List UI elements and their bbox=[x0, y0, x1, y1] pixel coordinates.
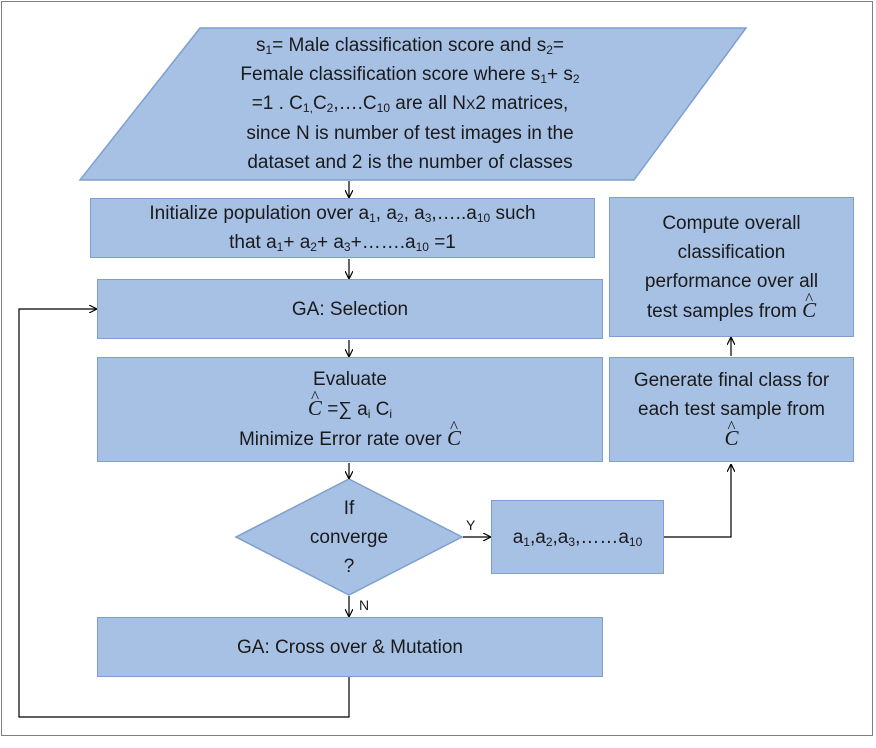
c-hat-symbol: ^C bbox=[446, 417, 461, 450]
arrow-weights-to-final-class bbox=[664, 465, 731, 538]
input-line-2: Female classification score where s1+ s2 bbox=[240, 64, 580, 86]
input-line-3: =1 . C1,C2,….C10 are all NX2 matrices, bbox=[251, 93, 569, 115]
yes-label: Y bbox=[466, 517, 476, 533]
decision-line-1: If bbox=[343, 497, 355, 519]
ga-crossover-mutation-box: GA: Cross over & Mutation bbox=[97, 617, 603, 677]
evaluate-minimize: Minimize Error rate over ^C bbox=[239, 417, 461, 454]
overall-line-3: performance over all bbox=[644, 270, 819, 292]
final-class-line-1: Generate final class for bbox=[633, 369, 830, 391]
converge-decision-text: If converge ? bbox=[276, 493, 422, 581]
overall-line-2: classification bbox=[677, 241, 786, 263]
input-description: s1= Male classification score and s2= Fe… bbox=[140, 30, 680, 178]
compute-overall-performance-box: Compute overall classification performan… bbox=[609, 197, 854, 337]
init-line-1: Initialize population over a1, a2, a3,….… bbox=[149, 203, 536, 225]
evaluate-formula: ^C =∑ ai Ci bbox=[307, 387, 393, 421]
diagram-frame bbox=[1, 1, 873, 736]
converge-decision-diamond bbox=[234, 478, 464, 596]
input-line-5: dataset and 2 is the number of classes bbox=[247, 152, 573, 173]
no-label: N bbox=[359, 597, 370, 613]
c-hat-symbol: ^C bbox=[802, 288, 817, 322]
final-class-line-2: each test sample from bbox=[638, 398, 825, 420]
decision-line-3: ? bbox=[343, 555, 355, 577]
evaluate-box: Evaluate ^C =∑ ai Ci Minimize Error rate… bbox=[97, 357, 603, 462]
initialize-population-box: Initialize population over a1, a2, a3,….… bbox=[90, 198, 595, 258]
weights-label: a1,a2,a3,……a10 bbox=[512, 526, 643, 549]
input-parallelogram bbox=[78, 27, 748, 181]
ga-selection-box: GA: Selection bbox=[97, 279, 603, 339]
input-line-1: s1= Male classification score and s2= bbox=[255, 35, 565, 57]
generate-final-class-box: Generate final class for each test sampl… bbox=[609, 357, 854, 462]
overall-line-1: Compute overall bbox=[662, 212, 801, 234]
overall-line-4: test samples from ^C bbox=[647, 288, 817, 326]
evaluate-title: Evaluate bbox=[313, 369, 387, 390]
weights-output-box: a1,a2,a3,……a10 bbox=[491, 500, 664, 574]
c-hat-symbol: ^C bbox=[307, 387, 322, 420]
crossover-label: GA: Cross over & Mutation bbox=[237, 636, 463, 658]
init-line-2: that a1+ a2+ a3+…….a10 =1 bbox=[229, 232, 456, 254]
c-hat-symbol: ^C bbox=[724, 416, 739, 450]
input-line-4: since N is number of test images in the bbox=[246, 123, 574, 144]
decision-line-2: converge bbox=[309, 526, 389, 548]
loop-back-connector bbox=[18, 309, 350, 718]
ga-selection-label: GA: Selection bbox=[291, 298, 409, 320]
